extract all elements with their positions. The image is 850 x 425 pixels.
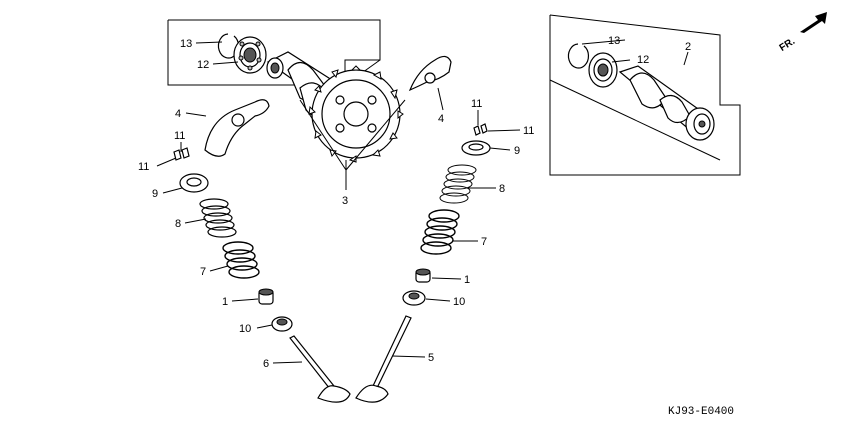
callout-spring-outer-left: 8 — [175, 218, 181, 230]
bearing-right — [588, 52, 618, 88]
callout-valve-seal-right: 1 — [464, 274, 470, 286]
leader-lines — [156, 39, 689, 364]
rocker-arm-left — [204, 99, 270, 157]
front-direction-arrow: FR. — [778, 12, 827, 54]
callout-valve-seal-left: 1 — [222, 296, 228, 308]
camshaft-right — [618, 65, 715, 141]
front-direction-label: FR. — [778, 36, 798, 54]
cotters-right — [473, 123, 488, 136]
callout-labels: 13 12 13 12 2 3 4 4 11 11 11 11 9 9 8 8 … — [138, 35, 691, 370]
camshaft-sprocket — [266, 51, 404, 163]
callout-circlip-left: 13 — [180, 38, 192, 50]
diagram-reference-code: KJ93-E0400 — [668, 406, 734, 418]
valve-seal-left — [258, 288, 274, 305]
callout-spring-seat-left: 10 — [239, 323, 251, 335]
callout-camshaft-sprocket: 3 — [342, 195, 348, 207]
callout-intake-valve: 5 — [428, 352, 434, 364]
valve-seal-right — [415, 268, 431, 283]
callout-spring-outer-right: 8 — [499, 183, 505, 195]
cotters-left — [173, 147, 190, 161]
callout-spring-inner-left: 7 — [200, 266, 206, 278]
spring-seat-left — [271, 316, 293, 332]
rocker-arm-right — [408, 55, 452, 92]
callout-retainer-right: 9 — [514, 145, 520, 157]
spring-outer-right — [439, 164, 477, 204]
spring-retainer-left — [179, 173, 209, 193]
callout-cotter-right-a: 11 — [471, 98, 482, 110]
valve-left — [289, 335, 351, 403]
callout-exhaust-valve: 6 — [263, 358, 269, 370]
callout-rocker-arm-left: 4 — [175, 108, 181, 120]
spring-inner-right — [420, 209, 460, 255]
callout-bearing-right: 12 — [637, 54, 649, 66]
spring-seat-right — [402, 290, 426, 306]
spring-inner-left — [222, 241, 260, 279]
callout-spring-inner-right: 7 — [481, 236, 487, 248]
callout-cotter-left-b: 11 — [138, 161, 149, 173]
callout-retainer-left: 9 — [152, 188, 158, 200]
callout-bearing-left: 12 — [197, 59, 209, 71]
spring-outer-left — [199, 198, 237, 238]
callout-cotter-left-a: 11 — [174, 130, 185, 142]
callout-rocker-arm-right: 4 — [438, 113, 444, 125]
circlip-right — [567, 43, 590, 69]
right-inset-box — [549, 14, 741, 176]
callout-cotter-right-b: 11 — [523, 125, 534, 137]
spring-retainer-right — [461, 140, 491, 156]
callout-spring-seat-right: 10 — [453, 296, 465, 308]
valve-right — [355, 315, 412, 403]
callout-camshaft-assembly: 2 — [685, 41, 691, 53]
callout-circlip-right: 13 — [608, 35, 620, 47]
bearing-left — [233, 36, 267, 74]
